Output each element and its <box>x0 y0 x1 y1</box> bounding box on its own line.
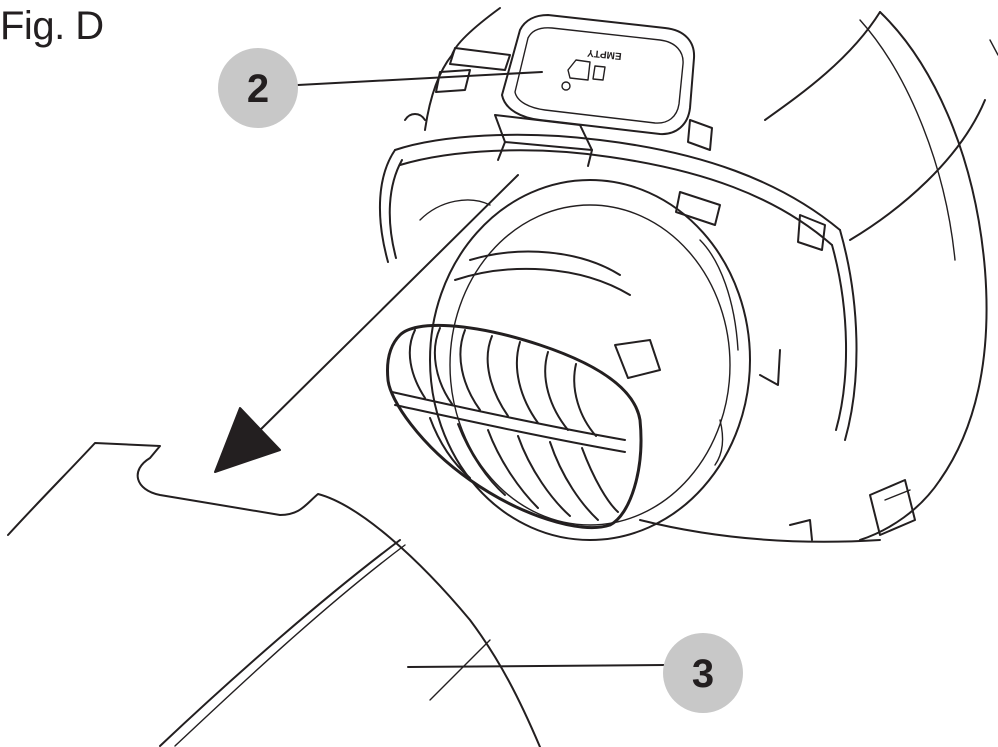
callout-2: 2 <box>218 48 543 128</box>
lid-assembly <box>379 47 916 543</box>
release-button-icon: EMPTY <box>501 14 696 136</box>
callout-3-label: 3 <box>692 652 714 696</box>
empty-label: EMPTY <box>587 47 623 62</box>
figure-title: Fig. D <box>0 4 104 48</box>
filter-cap <box>419 179 751 541</box>
filter-grille-icon <box>386 323 643 530</box>
direction-arrow-icon <box>214 174 519 473</box>
callout-2-label: 2 <box>247 67 269 111</box>
callout-3: 3 <box>407 633 743 713</box>
dust-bin-body <box>7 442 541 747</box>
outer-housing <box>451 7 998 541</box>
